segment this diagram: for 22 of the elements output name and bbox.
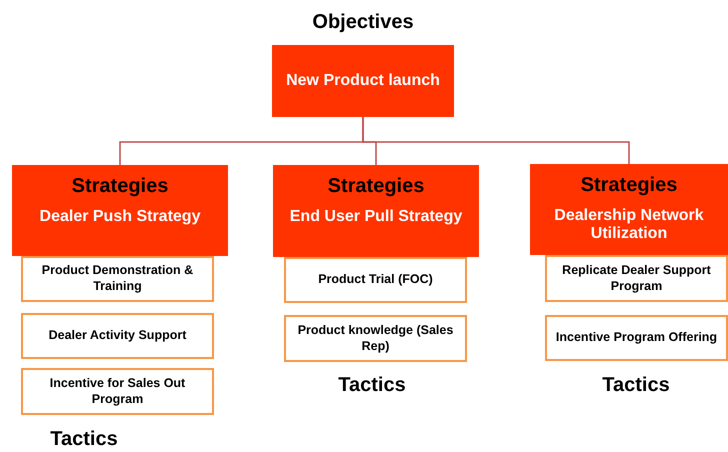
tier-label: Tactics: [601, 374, 671, 397]
heading: Objectives: [311, 11, 415, 34]
strategy-box: [12, 165, 228, 256]
box-title: New Product launch: [286, 72, 440, 90]
box-title: Dealership Network Utilization: [554, 207, 704, 242]
tactic-box: Incentive Program Offering: [545, 315, 728, 361]
tactic-box: Product Demonstration & Training: [21, 256, 214, 302]
tactic-box: Dealer Activity Support: [21, 313, 214, 359]
tactic-box: Product Trial (FOC): [284, 257, 467, 303]
strategy-box: [273, 165, 479, 257]
tier-label: Tactics: [337, 374, 407, 397]
heading: Strategies: [72, 175, 168, 198]
tactic-box: Product knowledge (Sales Rep): [284, 315, 467, 362]
strategy-box: [530, 164, 728, 255]
tactic-box: Replicate Dealer Support Program: [545, 255, 728, 302]
box-title: Dealer Push Strategy: [40, 208, 200, 225]
connector-line: [362, 117, 630, 164]
heading: Strategies: [580, 174, 678, 197]
tactic-box: Incentive for Sales Out Program: [21, 368, 214, 415]
heading: Strategies: [328, 175, 424, 198]
tier-label: Tactics: [49, 428, 119, 451]
box-title: End User Pull Strategy: [290, 208, 462, 225]
